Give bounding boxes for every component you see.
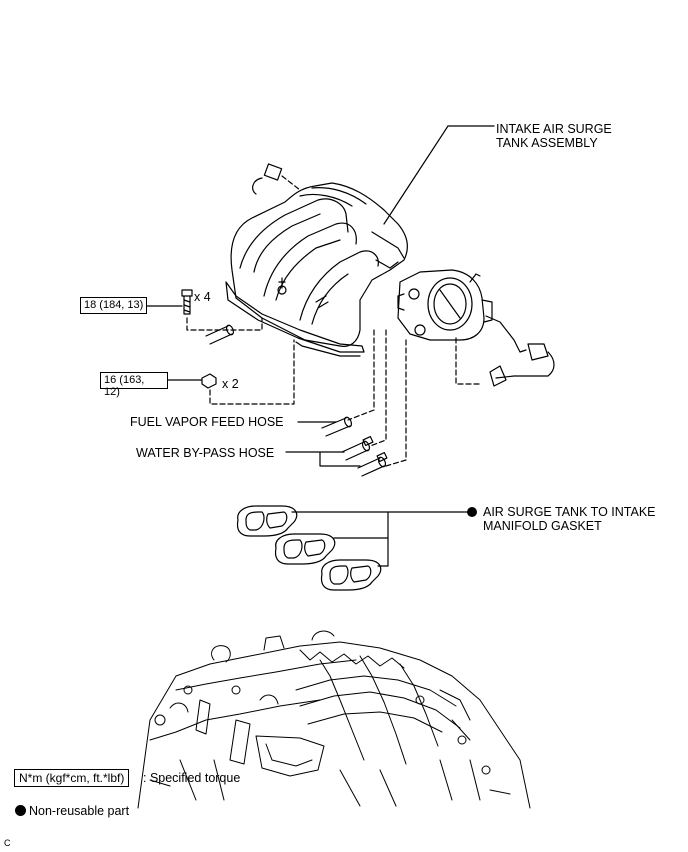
corner-code: C [4, 838, 11, 848]
wire-harness [455, 315, 555, 387]
engine-block [137, 630, 531, 809]
surge-tank-leader [383, 125, 495, 225]
bolt-part [145, 289, 193, 315]
surge-tank-assembly [225, 182, 408, 357]
vacuum-sensor [252, 163, 301, 195]
nut-torque-continuation: 12) [104, 386, 120, 398]
hose-parts [205, 324, 388, 477]
surge-tank-label-line2: TANK ASSEMBLY [496, 136, 598, 150]
legend-torque-description: : Specified torque [143, 771, 241, 785]
legend-non-reusable-text: Non-reusable part [29, 804, 130, 818]
water-bypass-hose-label: WATER BY-PASS HOSE [136, 446, 275, 460]
water-hose-leader [285, 451, 361, 467]
nut-torque-box: 16 (163, [100, 372, 168, 389]
non-reusable-dot-icon [15, 805, 26, 816]
gasket-label-line1: AIR SURGE TANK TO INTAKE [483, 505, 656, 519]
gasket-label-line2: MANIFOLD GASKET [483, 519, 602, 533]
legend-torque-unit-box: N*m (kgf*cm, ft.*lbf) [14, 769, 130, 787]
legend-non-reusable: Non-reusable part [15, 804, 129, 818]
bolt-quantity: x 4 [194, 290, 211, 304]
fuel-vapor-hose-label: FUEL VAPOR FEED HOSE [130, 415, 284, 429]
assembly-dashed-lines [186, 317, 407, 467]
surge-tank-label-line1: INTAKE AIR SURGE [496, 122, 612, 136]
bolt-torque-box: 18 (184, 13) [80, 297, 148, 314]
nut-quantity: x 2 [222, 377, 239, 391]
gasket-parts [236, 505, 477, 591]
nut-part [165, 339, 295, 405]
throttle-body [397, 269, 493, 341]
